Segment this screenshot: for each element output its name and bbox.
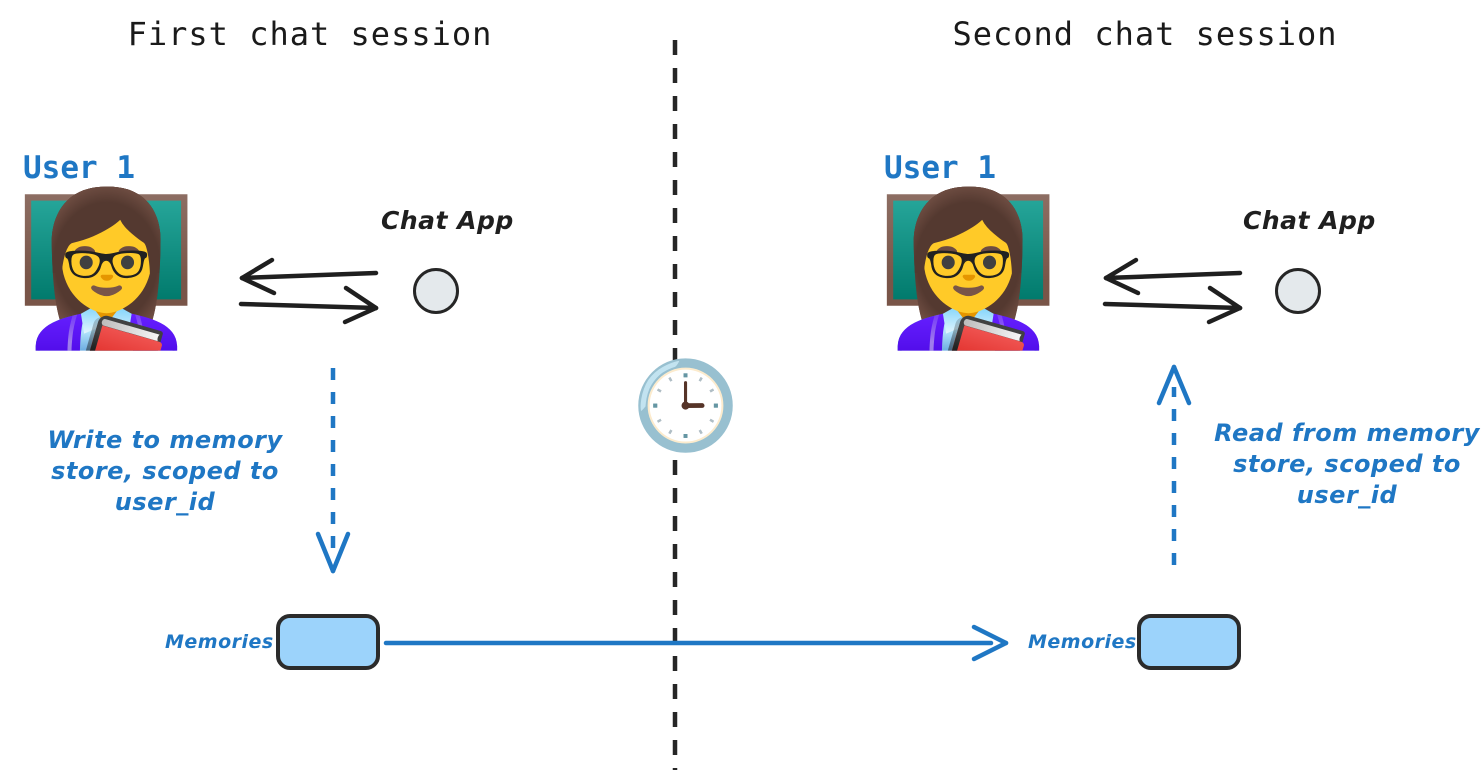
chat-app-circle-icon-first: [413, 268, 459, 314]
user-label-second: User 1: [884, 150, 996, 186]
exchange-arrows-first: [238, 257, 379, 325]
chat-app-label-first: Chat App: [381, 206, 514, 235]
woman-teacher-avatar-first: 👩‍🏫: [14, 183, 199, 355]
session-title-first: First chat session: [127, 15, 493, 53]
user-label-first: User 1: [23, 150, 135, 186]
memories-box-first: [276, 614, 380, 670]
clock-icon: 🕒: [632, 356, 740, 456]
session-title-second: Second chat session: [952, 15, 1338, 53]
write-to-memory-arrow: [315, 368, 351, 574]
chat-app-circle-icon-second: [1275, 268, 1321, 314]
memories-box-second: [1137, 614, 1241, 670]
exchange-arrows-second: [1102, 257, 1243, 325]
chat-app-label-second: Chat App: [1243, 206, 1376, 235]
session-divider: [672, 40, 678, 770]
read-from-memory-arrow: [1156, 364, 1192, 565]
memory-persistence-arrow: [383, 624, 1009, 662]
woman-teacher-avatar-second: 👩‍🏫: [876, 183, 1061, 355]
memories-label-first: Memories: [165, 631, 274, 653]
write-memory-note: Write to memory store, scoped to user_id: [47, 426, 283, 517]
read-memory-note: Read from memory store, scoped to user_i…: [1214, 419, 1480, 510]
memories-label-second: Memories: [1028, 631, 1137, 653]
